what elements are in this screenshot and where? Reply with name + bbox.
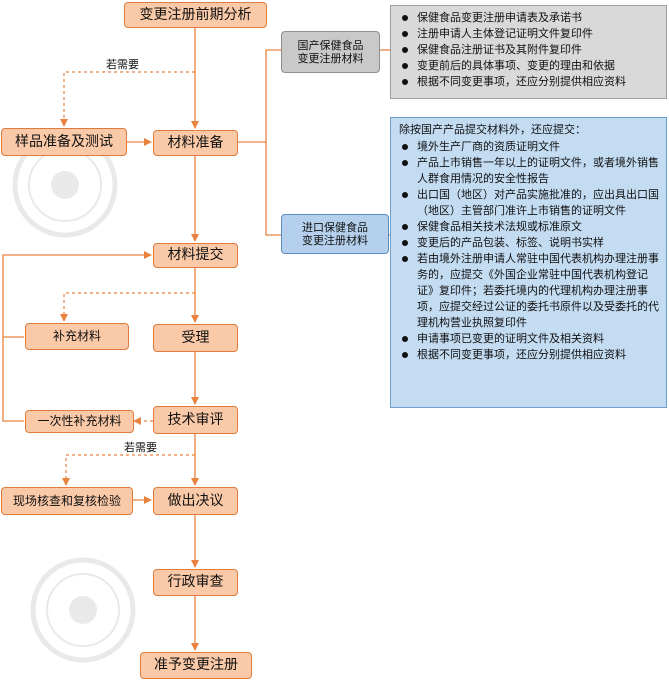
step-analysis: 变更注册前期分析: [124, 2, 267, 28]
list-item: 根据不同变更事项，还应分别提供相应资料: [399, 74, 660, 90]
list-item: 若由境外注册申请人常驻中国代表机构办理注册事务的，应提交《外国企业常驻中国代表机…: [399, 251, 660, 331]
list-item: 变更前后的具体事项、变更的理由和依据: [399, 58, 660, 74]
step-decision: 做出决议: [153, 487, 238, 515]
connector-prepare-to-categories: [238, 49, 281, 143]
step-review: 技术审评: [153, 406, 238, 434]
list-item: 保健食品相关技术法规或标准原文: [399, 219, 660, 235]
list-item: 境外生产厂商的资质证明文件: [399, 139, 660, 155]
category-imported-line1: 进口保健食品: [302, 220, 368, 234]
imported-docs-list: 境外生产厂商的资质证明文件 产品上市销售一年以上的证明文件，或者境外销售人群食用…: [399, 139, 660, 363]
list-item: 保健食品变更注册申请表及承诺书: [399, 10, 660, 26]
list-item: 出口国（地区）对产品实施批准的，应出具出口国（地区）主管部门准许上市销售的证明文…: [399, 187, 660, 219]
list-item: 产品上市销售一年以上的证明文件，或者境外销售人群食用情况的安全性报告: [399, 155, 660, 187]
category-imported: 进口保健食品 变更注册材料: [281, 214, 389, 254]
list-item: 申请事项已变更的证明文件及相关资料: [399, 331, 660, 347]
dashed-to-sample: [60, 71, 195, 127]
list-item: 根据不同变更事项，还应分别提供相应资料: [399, 347, 660, 363]
side-one-time: 一次性补充材料: [25, 410, 134, 433]
category-domestic: 国产保健食品 变更注册材料: [281, 31, 380, 73]
domestic-docs-list: 保健食品变更注册申请表及承诺书 注册申请人主体登记证明文件复印件 保健食品注册证…: [399, 10, 660, 90]
note-if-needed: 若需要: [124, 441, 157, 454]
side-sample: 样品准备及测试: [1, 128, 127, 156]
watermark-seal-icon: [12, 132, 118, 238]
side-onsite: 现场核查和复核检验: [1, 487, 133, 515]
step-submit: 材料提交: [153, 243, 238, 268]
step-admin: 行政审查: [153, 569, 238, 596]
side-supplement: 补充材料: [25, 323, 129, 350]
note-if-needed: 若需要: [106, 58, 139, 71]
connector-one-time-to-submit: [2, 251, 152, 422]
imported-docs-intro: 除按国产产品提交材料外，还应提交：: [399, 123, 586, 136]
list-item: 注册申请人主体登记证明文件复印件: [399, 26, 660, 42]
watermark-seal-icon: [30, 557, 136, 663]
dashed-to-onsite: [62, 454, 195, 486]
imported-docs-panel: 除按国产产品提交材料外，还应提交： 境外生产厂商的资质证明文件 产品上市销售一年…: [390, 117, 667, 408]
step-accept: 受理: [153, 324, 238, 352]
step-approve: 准予变更注册: [140, 652, 252, 679]
category-imported-line2: 变更注册材料: [302, 234, 368, 247]
category-domestic-line2: 变更注册材料: [297, 52, 364, 65]
step-prepare: 材料准备: [153, 130, 238, 156]
list-item: 变更后的产品包装、标签、说明书实样: [399, 235, 660, 251]
category-domestic-line1: 国产保健食品: [297, 38, 364, 52]
dashed-to-supplement: [60, 292, 195, 322]
list-item: 保健食品注册证书及其附件复印件: [399, 42, 660, 58]
domestic-docs-panel: 保健食品变更注册申请表及承诺书 注册申请人主体登记证明文件复印件 保健食品注册证…: [390, 5, 667, 99]
